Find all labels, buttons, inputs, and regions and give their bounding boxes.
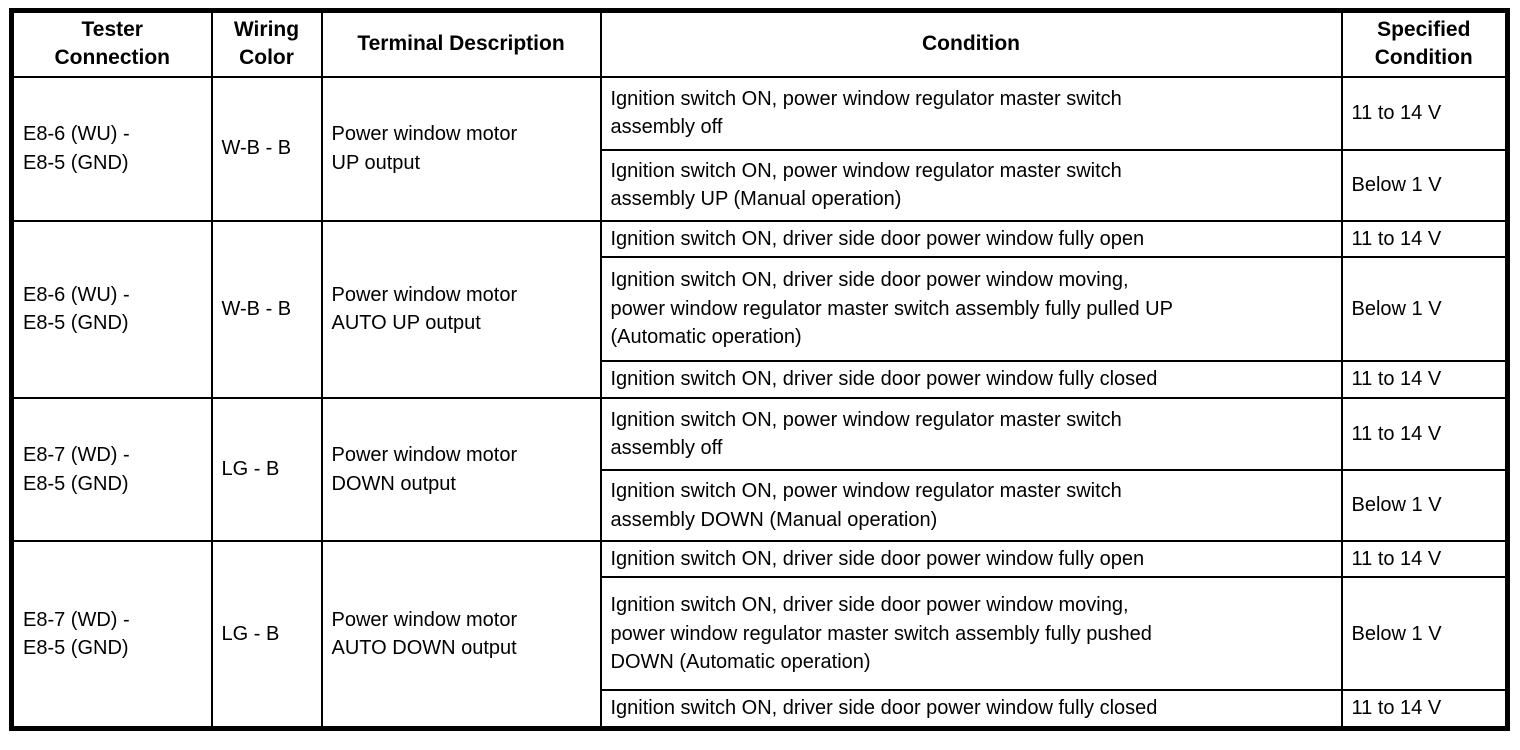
terminal-description-cell: Power window motor UP output (320, 75, 602, 222)
table-header: Tester Connection Wiring Color Terminal … (10, 9, 1509, 78)
column-header-condition: Condition (599, 9, 1343, 78)
terminal-description-cell: Power window motor AUTO DOWN output (320, 540, 602, 730)
specified-condition-cell: Below 1 V (1340, 576, 1509, 692)
table-row: Ignition switch ON, driver side door pow… (12, 360, 1509, 400)
column-header-tester-connection: Tester Connection (10, 9, 213, 78)
specified-condition-cell: 11 to 14 V (1340, 219, 1509, 259)
condition-cell: Ignition switch ON, power window regulat… (599, 148, 1343, 222)
terminal-description-cell: Power window motor DOWN output (320, 397, 602, 543)
condition-cell: Ignition switch ON, power window regulat… (599, 469, 1343, 543)
wiring-color-cell: LG - B (210, 540, 323, 730)
condition-cell: Ignition switch ON, power window regulat… (599, 75, 1343, 151)
tester-connection-cell: E8-7 (WD) - E8-5 (GND) (10, 397, 213, 543)
condition-cell: Ignition switch ON, driver side door pow… (599, 219, 1343, 259)
condition-cell: Ignition switch ON, driver side door pow… (599, 689, 1343, 730)
specified-condition-cell: 11 to 14 V (1340, 397, 1509, 472)
specified-condition-cell: Below 1 V (1340, 148, 1509, 222)
column-header-specified-condition: Specified Condition (1340, 9, 1509, 78)
specified-condition-cell: 11 to 14 V (1340, 360, 1509, 400)
condition-cell: Ignition switch ON, power window regulat… (599, 397, 1343, 472)
specified-condition-cell: 11 to 14 V (1340, 689, 1509, 730)
table-row: Ignition switch ON, driver side door pow… (12, 576, 1509, 692)
table-row: Ignition switch ON, driver side door pow… (12, 689, 1509, 730)
column-header-terminal-description: Terminal Description (320, 9, 602, 78)
table-row: Ignition switch ON, power window regulat… (12, 469, 1509, 543)
tester-connection-cell: E8-6 (WU) - E8-5 (GND) (10, 75, 213, 222)
terminal-inspection-table: Tester Connection Wiring Color Terminal … (9, 8, 1510, 731)
wiring-color-cell: W-B - B (210, 75, 323, 222)
tester-connection-cell: E8-6 (WU) - E8-5 (GND) (10, 219, 213, 400)
condition-cell: Ignition switch ON, driver side door pow… (599, 360, 1343, 400)
header-row: Tester Connection Wiring Color Terminal … (10, 9, 1509, 78)
wiring-color-cell: W-B - B (210, 219, 323, 400)
condition-cell: Ignition switch ON, driver side door pow… (599, 540, 1343, 579)
specified-condition-cell: Below 1 V (1340, 256, 1509, 363)
condition-cell: Ignition switch ON, driver side door pow… (599, 576, 1343, 692)
tester-connection-cell: E8-7 (WD) - E8-5 (GND) (10, 540, 213, 730)
column-header-wiring-color: Wiring Color (210, 9, 323, 78)
specified-condition-cell: Below 1 V (1340, 469, 1509, 543)
table-row: Ignition switch ON, driver side door pow… (12, 256, 1509, 363)
wiring-color-cell: LG - B (210, 397, 323, 543)
table-row: Ignition switch ON, power window regulat… (12, 148, 1509, 222)
specified-condition-cell: 11 to 14 V (1340, 540, 1509, 579)
condition-cell: Ignition switch ON, driver side door pow… (599, 256, 1343, 363)
terminal-description-cell: Power window motor AUTO UP output (320, 219, 602, 400)
specified-condition-cell: 11 to 14 V (1340, 75, 1509, 151)
